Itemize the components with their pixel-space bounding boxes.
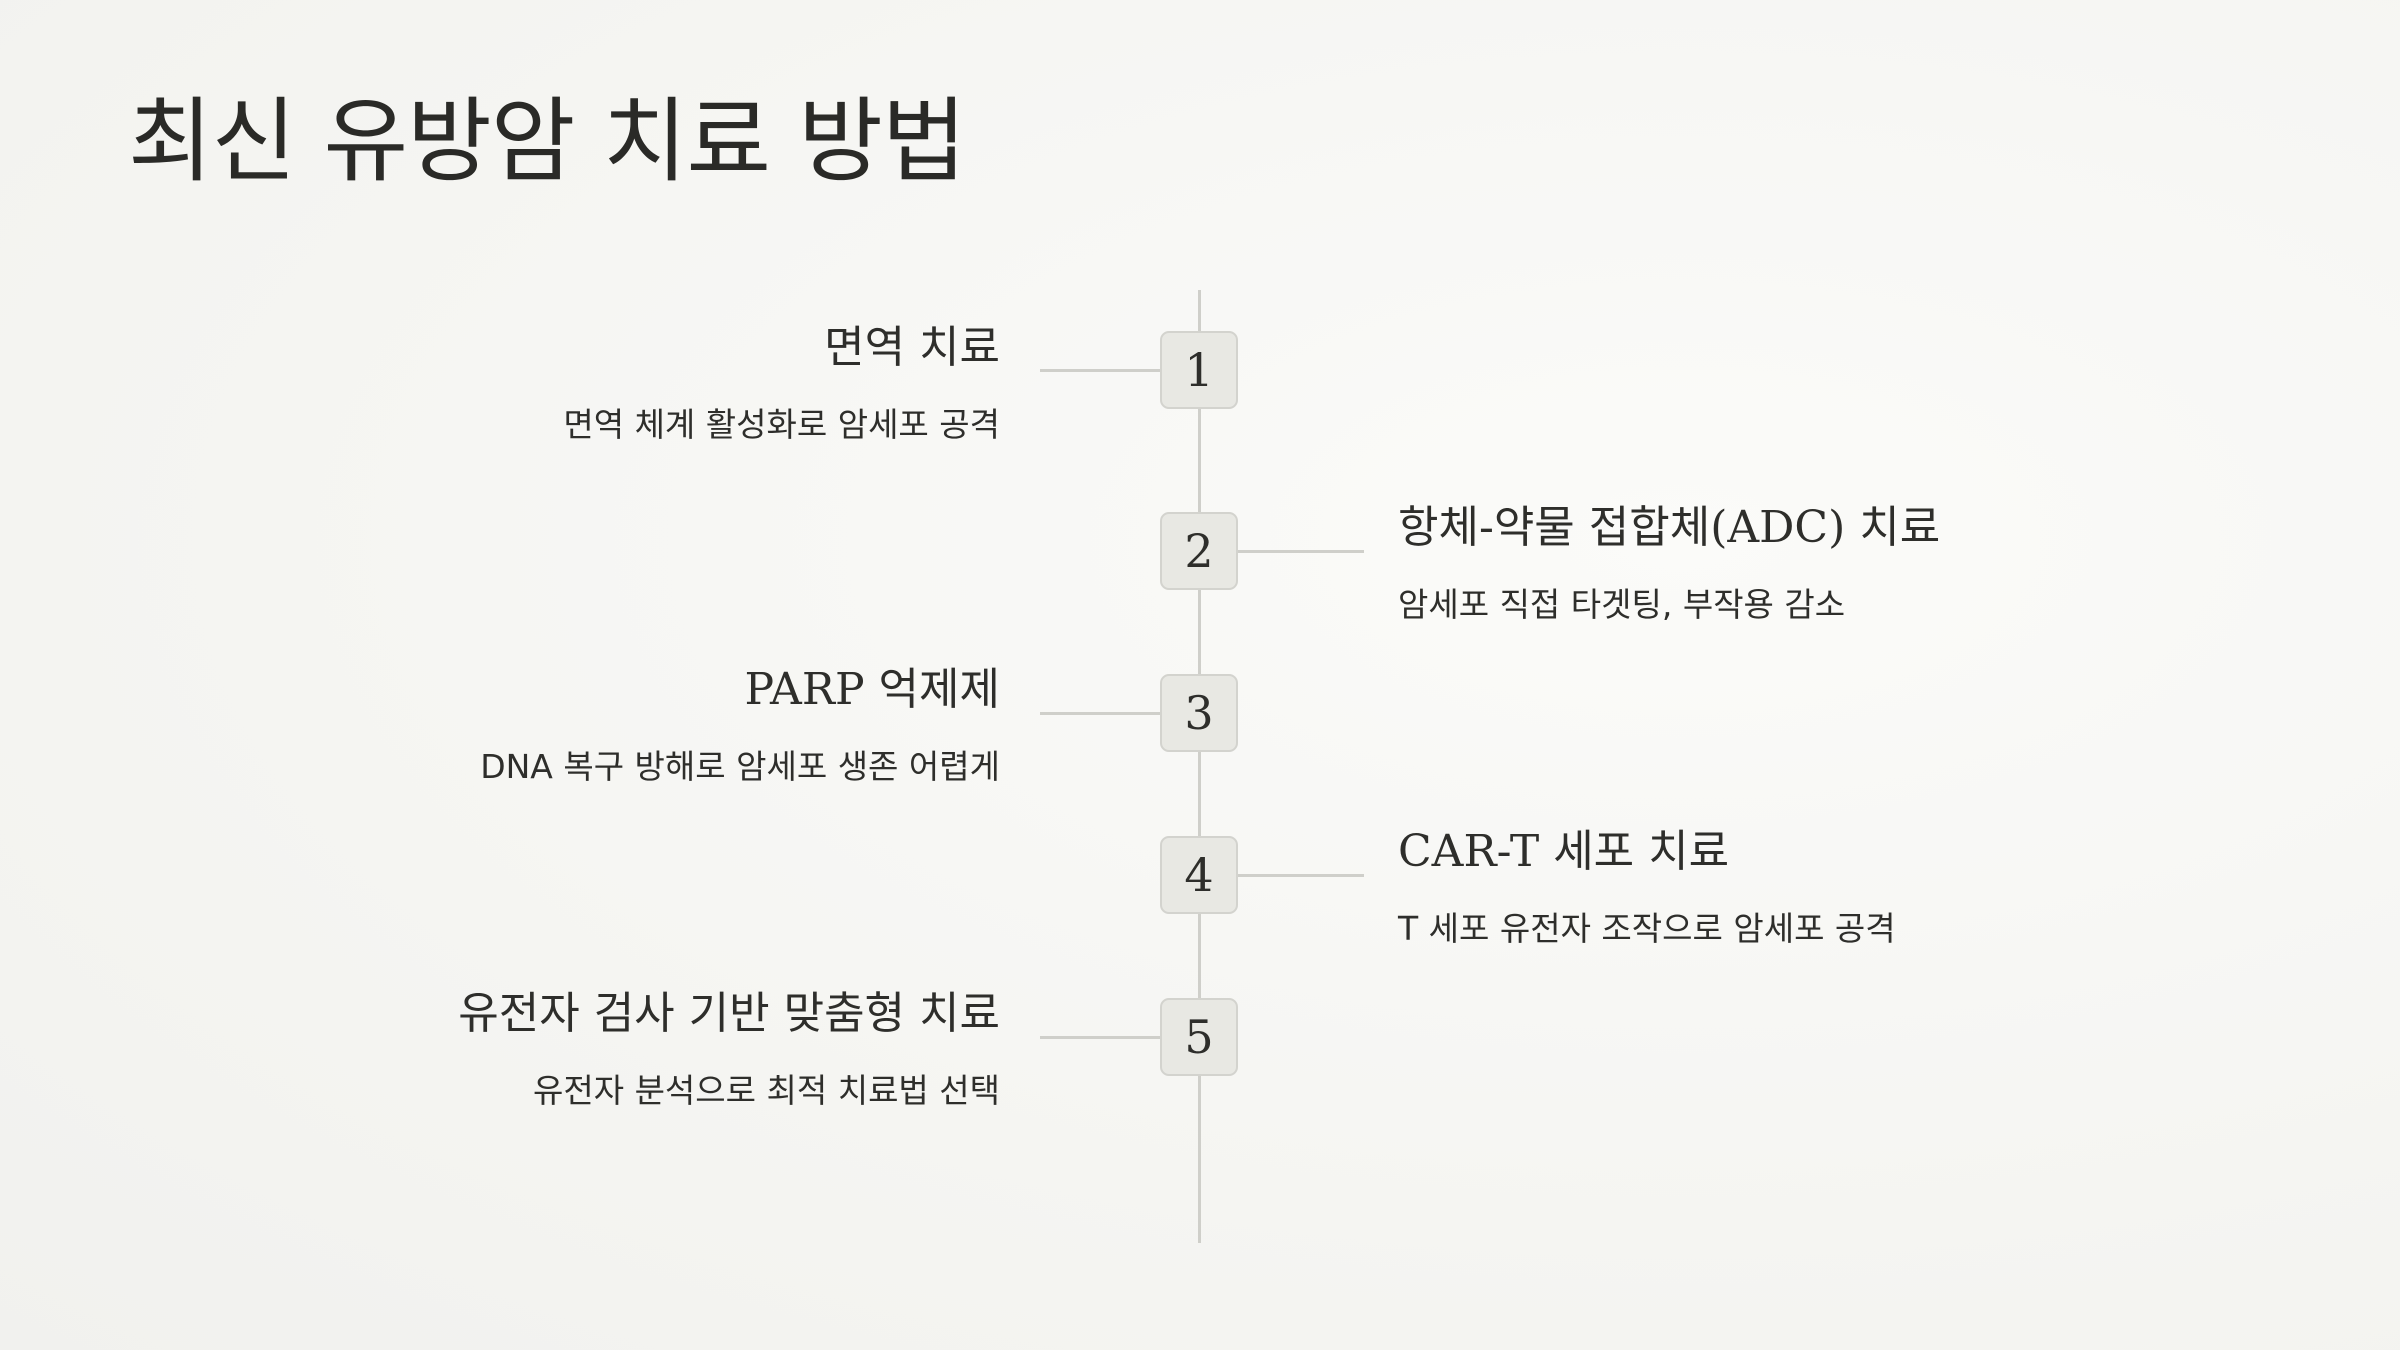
connector-4 [1236,874,1364,877]
item-description: 면역 체계 활성화로 암세포 공격 [563,405,1000,444]
item-description: T 세포 유전자 조작으로 암세포 공격 [1398,909,1896,948]
timeline-item-3: PARP 억제제 DNA 복구 방해로 암세포 생존 어렵게 [480,664,1000,786]
item-description: DNA 복구 방해로 암세포 생존 어렵게 [480,747,1000,786]
connector-1 [1040,369,1162,372]
item-description: 유전자 분석으로 최적 치료법 선택 [533,1071,1000,1110]
step-badge-4: 4 [1160,836,1238,914]
timeline-item-5: 유전자 검사 기반 맞춤형 치료 유전자 분석으로 최적 치료법 선택 [458,988,1000,1110]
item-title: PARP 억제제 [744,664,1000,715]
timeline-line [1198,290,1201,1243]
item-title: 항체-약물 접합체(ADC) 치료 [1398,502,1941,553]
item-title: CAR-T 세포 치료 [1398,826,1730,877]
timeline-item-4: CAR-T 세포 치료 T 세포 유전자 조작으로 암세포 공격 [1398,826,1896,948]
timeline-item-2: 항체-약물 접합체(ADC) 치료 암세포 직접 타겟팅, 부작용 감소 [1398,502,1941,624]
step-badge-3: 3 [1160,674,1238,752]
page-title: 최신 유방암 치료 방법 [128,88,966,195]
step-badge-5: 5 [1160,998,1238,1076]
connector-3 [1040,712,1162,715]
item-title: 유전자 검사 기반 맞춤형 치료 [458,988,1000,1039]
item-description: 암세포 직접 타겟팅, 부작용 감소 [1398,585,1846,624]
item-title: 면역 치료 [824,322,1000,373]
step-badge-1: 1 [1160,331,1238,409]
step-badge-2: 2 [1160,512,1238,590]
connector-2 [1236,550,1364,553]
timeline-item-1: 면역 치료 면역 체계 활성화로 암세포 공격 [563,322,1000,444]
connector-5 [1040,1036,1162,1039]
